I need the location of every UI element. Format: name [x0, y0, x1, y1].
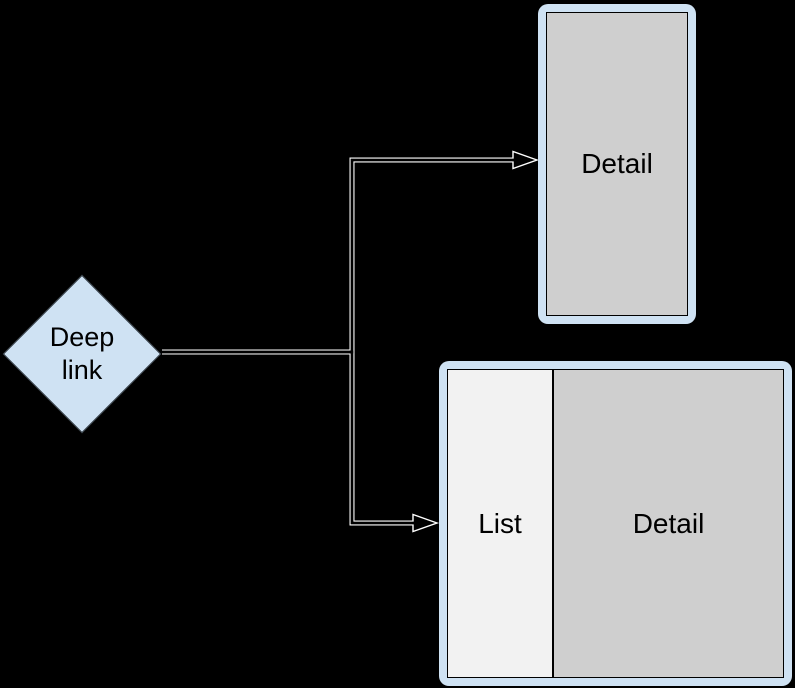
connector-deeplink-to-listdetail — [162, 349, 416, 526]
connector-core-top — [162, 158, 518, 354]
detail-screen-node: Detail — [538, 4, 696, 324]
connector-core-bottom — [162, 350, 418, 525]
deep-link-label: Deep link — [49, 322, 115, 385]
list-pane: List — [448, 370, 554, 677]
detail-screen-body: Detail — [546, 12, 688, 316]
detail-pane: Detail — [547, 13, 687, 315]
connector-deeplink-to-detail — [162, 157, 516, 355]
list-pane-label: List — [478, 507, 522, 539]
detail-pane: Detail — [554, 370, 783, 677]
list-detail-screen-node: List Detail — [439, 361, 792, 686]
detail-pane-label: Detail — [632, 507, 705, 539]
detail-pane-label: Detail — [581, 148, 653, 179]
list-detail-screen-body: List Detail — [447, 369, 784, 678]
